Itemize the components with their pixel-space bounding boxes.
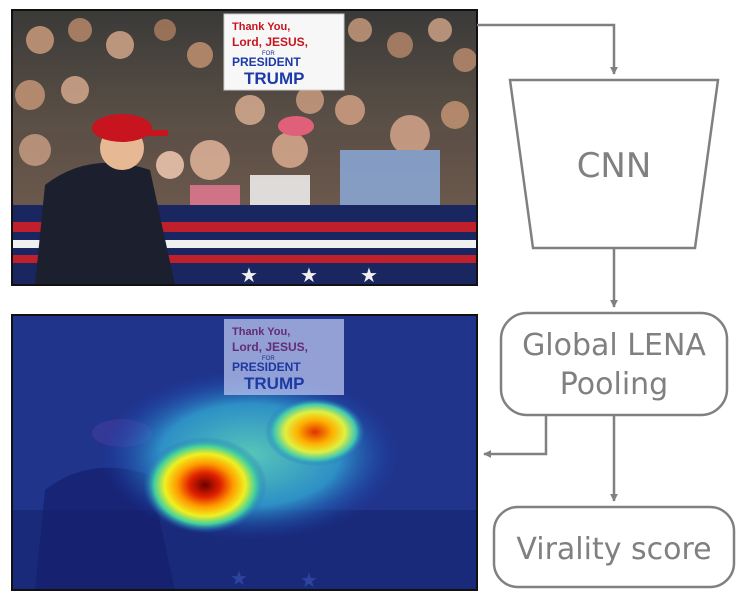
connectors xyxy=(477,23,618,502)
sign-line-2: Lord, JESUS, xyxy=(232,35,308,49)
heatmap-sign-line-3: FOR xyxy=(262,356,275,362)
virality-score-box xyxy=(492,505,736,589)
pooling-node: Global LENA Pooling xyxy=(499,311,729,417)
pooling-label-line-2: Pooling xyxy=(560,367,668,402)
attention-heatmap: Thank You, Lord, JESUS, FOR PRESIDENT TR… xyxy=(12,315,477,592)
arrow-pooling-to-heatmap xyxy=(483,415,548,458)
heatmap-sign: Thank You, Lord, JESUS, FOR PRESIDENT TR… xyxy=(224,319,344,395)
sign-line-5: TRUMP xyxy=(244,69,304,88)
input-photo: ★ ★ ★ ★ Thank You, Lord, JESUS, FOR PRES… xyxy=(12,10,477,287)
heatmap-sign-line-1: Thank You, xyxy=(232,326,290,338)
sign-line-3: FOR xyxy=(262,51,275,57)
cnn-node: CNN xyxy=(508,78,720,250)
svg-text:★: ★ xyxy=(300,568,318,592)
heatmap-sign-line-5: TRUMP xyxy=(244,374,304,393)
pink-cap xyxy=(278,116,314,136)
sign-line-4: PRESIDENT xyxy=(232,55,301,69)
input-photo-border xyxy=(11,9,478,286)
svg-text:★: ★ xyxy=(300,263,318,287)
virality-score-label: Virality score xyxy=(516,532,711,567)
suited-figure xyxy=(35,114,175,285)
protest-sign: Thank You, Lord, JESUS, FOR PRESIDENT TR… xyxy=(223,13,345,91)
sign-line-1: Thank You, xyxy=(232,21,290,33)
svg-text:★: ★ xyxy=(230,566,248,590)
heatmap-sign-line-2: Lord, JESUS, xyxy=(232,340,308,354)
svg-text:★: ★ xyxy=(240,263,258,287)
cnn-shape xyxy=(508,78,720,250)
svg-text:★: ★ xyxy=(360,263,378,287)
heatmap-sign-line-4: PRESIDENT xyxy=(232,360,301,374)
arrow-photo-to-cnn xyxy=(477,23,618,75)
pooling-label-line-1: Global LENA xyxy=(522,328,706,363)
virality-score-node: Virality score xyxy=(492,505,736,589)
cnn-label: CNN xyxy=(577,146,652,186)
attention-heatmap-border xyxy=(11,314,478,591)
